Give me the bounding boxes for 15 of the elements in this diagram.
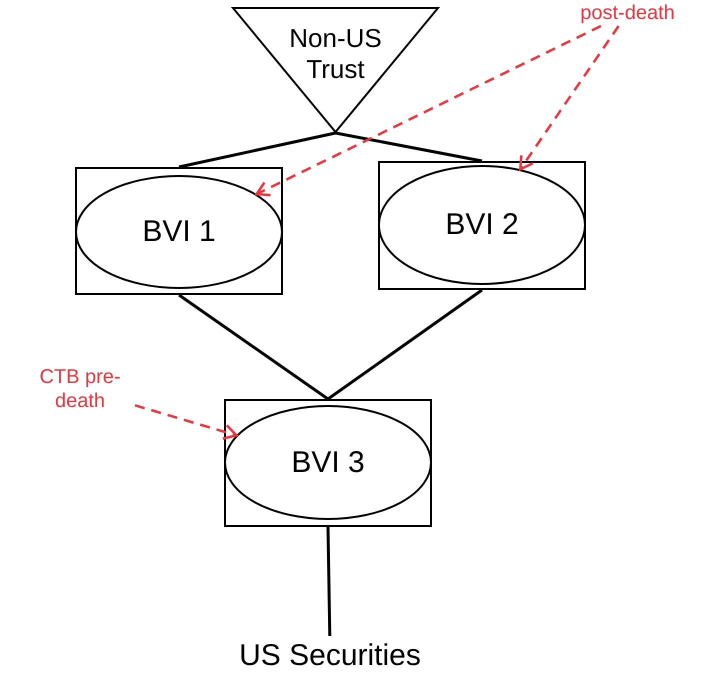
annotation-text: post-death [580,1,675,25]
connector-line [326,526,332,636]
dashed-arrow [255,24,602,196]
node-label: US Securities [239,638,421,674]
connector-line [178,132,336,168]
connector-line [178,294,329,400]
connector-line [335,132,482,162]
node-label: Non-US Trust [288,23,383,86]
dashed-arrow [519,25,620,170]
connector-line [327,288,483,400]
dashed-arrow [134,404,238,440]
node-label: BVI 3 [291,444,365,480]
node-label: BVI 2 [445,207,519,243]
node-label: BVI 1 [142,214,216,250]
annotation-text: CTB pre-death [38,365,122,413]
